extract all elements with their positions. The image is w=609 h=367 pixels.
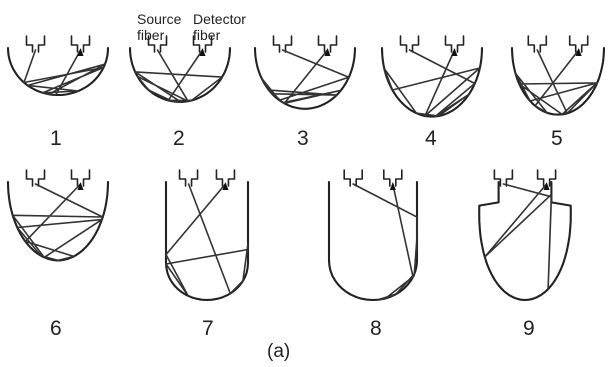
source-fiber-label: Source fiber [137,11,181,43]
detector-arrow-8 [390,182,396,190]
detector-arrow-4 [452,48,458,56]
panel-7 [166,170,248,300]
light-path-2 [135,50,222,102]
panel-label-9: 9 [523,318,535,340]
panel-label-8: 8 [370,318,382,340]
detector-fiber-label-line1: Detector [193,11,246,27]
panel-1 [8,36,108,95]
source-fiber-label-line1: Source [137,11,181,27]
panel-6 [8,170,108,260]
light-path-3 [262,50,349,103]
vessel-outline-4 [382,48,482,117]
panel-label-3: 3 [297,128,309,150]
detector-fiber-label: Detector fiber [193,11,246,43]
panel-label-5: 5 [551,128,563,150]
panel-3 [255,36,355,109]
panel-label-6: 6 [50,318,62,340]
detector-fiber-label-line2: fiber [193,27,246,43]
vessel-outline-8 [329,182,417,300]
panel-label-7: 7 [202,318,214,340]
light-path-1 [24,50,105,95]
light-path-6 [13,184,103,260]
light-path-4 [384,50,480,117]
panel-4 [382,36,482,117]
panel-label-4: 4 [425,128,437,150]
panel-label-1: 1 [50,128,62,150]
light-path-8 [353,184,417,300]
panel-9 [479,170,571,300]
panel-5 [512,36,604,115]
figure-caption: (a) [267,342,290,362]
panel-2 [130,36,230,102]
vessel-outline-5 [512,48,604,115]
panel-label-2: 2 [173,128,185,150]
source-fiber-label-line2: fiber [137,27,181,43]
light-path-7 [166,184,248,296]
light-path-9 [485,184,552,289]
vessel-outline-9 [479,182,571,300]
panel-8 [329,170,417,300]
detector-arrow-1 [78,48,84,56]
light-path-5 [515,50,597,114]
